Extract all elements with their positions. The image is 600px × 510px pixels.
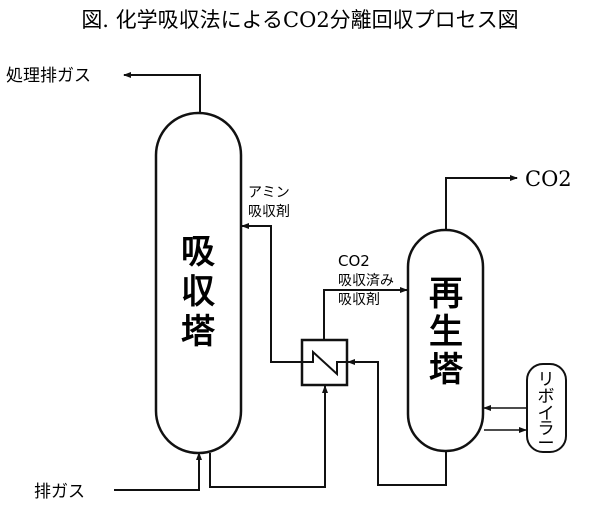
rich-amine-bottom-line — [209, 385, 328, 488]
regenerator-label-char: 生 — [429, 312, 463, 352]
heat-exchanger-coil-icon — [302, 349, 347, 377]
lean-amine-to-absorber-line — [241, 223, 302, 363]
reboiler-label-char: ー — [538, 434, 555, 454]
treated-gas-line — [123, 72, 201, 113]
regenerator-label-char: 塔 — [429, 350, 464, 390]
regenerator-label-char: 再 — [429, 274, 463, 314]
reboiler-label-char: ボ — [538, 387, 555, 407]
treated-gas-label: 処理排ガス — [6, 66, 91, 86]
flue-gas-label: 排ガス — [34, 482, 85, 502]
lean-amine-label-line1: アミン — [248, 185, 290, 201]
lean-amine-from-regenerator-line — [347, 359, 447, 486]
reboiler-label-char: リ — [538, 370, 555, 390]
co2-product-label: CO2 — [525, 167, 572, 191]
rich-amine-label-line3: 吸収剤 — [338, 292, 380, 308]
co2-product-line — [445, 175, 518, 230]
reboiler-label-char: ラ — [538, 419, 555, 439]
rich-amine-label-line1: CO2 — [338, 252, 370, 270]
absorber-label-char: 吸 — [181, 232, 215, 272]
absorber-label-char: 塔 — [181, 312, 216, 352]
lean-amine-label-line2: 吸収剤 — [248, 204, 290, 220]
diagram-title: 図. 化学吸収法によるCO2分離回収プロセス図 — [81, 8, 518, 32]
absorber-label-char: 収 — [181, 272, 215, 312]
reboiler-label-char: イ — [538, 404, 555, 424]
rich-amine-to-regenerator-line — [323, 287, 408, 340]
rich-amine-label-line2: 吸収済み — [338, 273, 394, 289]
flue-gas-line — [114, 452, 202, 491]
